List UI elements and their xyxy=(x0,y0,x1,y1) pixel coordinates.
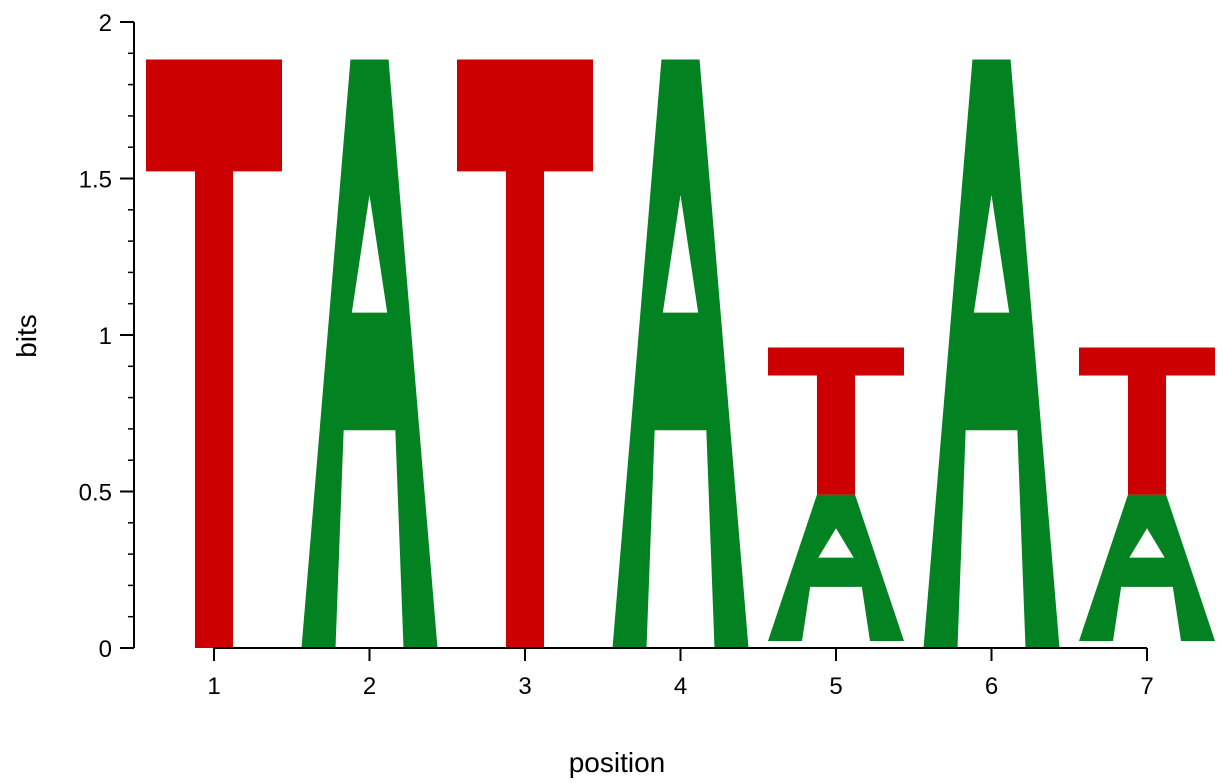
x-tick-label: 2 xyxy=(363,673,376,700)
x-axis-label: position xyxy=(569,747,666,778)
x-tick-label: 5 xyxy=(829,673,842,700)
x-axis: 1 2 3 4 5 6 7 xyxy=(207,647,1154,700)
x-tick-label: 7 xyxy=(1140,673,1153,700)
x-tick-label: 3 xyxy=(518,673,531,700)
logo-letter-a-pos5 xyxy=(768,494,904,641)
y-tick-label: 1.5 xyxy=(79,167,112,194)
x-tick-label: 4 xyxy=(674,673,687,700)
y-tick-label: 0 xyxy=(99,636,112,663)
logo-letter-t-pos5 xyxy=(768,347,904,495)
y-axis-label: bits xyxy=(11,314,42,358)
x-tick-label: 1 xyxy=(207,673,220,700)
logo-letters xyxy=(146,59,1215,649)
x-tick-label: 6 xyxy=(985,673,998,700)
logo-letter-a-pos2 xyxy=(301,59,438,649)
logo-letter-a-pos4 xyxy=(612,59,749,649)
logo-letter-t-pos7 xyxy=(1079,347,1215,495)
y-axis: 0 0.5 1 1.5 2 xyxy=(79,10,135,663)
logo-letter-t-pos1 xyxy=(146,59,282,649)
y-tick-label: 2 xyxy=(99,10,112,37)
y-tick-label: 0.5 xyxy=(79,480,112,507)
logo-letter-a-pos7 xyxy=(1079,494,1215,641)
y-tick-label: 1 xyxy=(99,323,112,350)
logo-letter-a-pos6 xyxy=(923,59,1060,649)
logo-letter-t-pos3 xyxy=(457,59,593,649)
